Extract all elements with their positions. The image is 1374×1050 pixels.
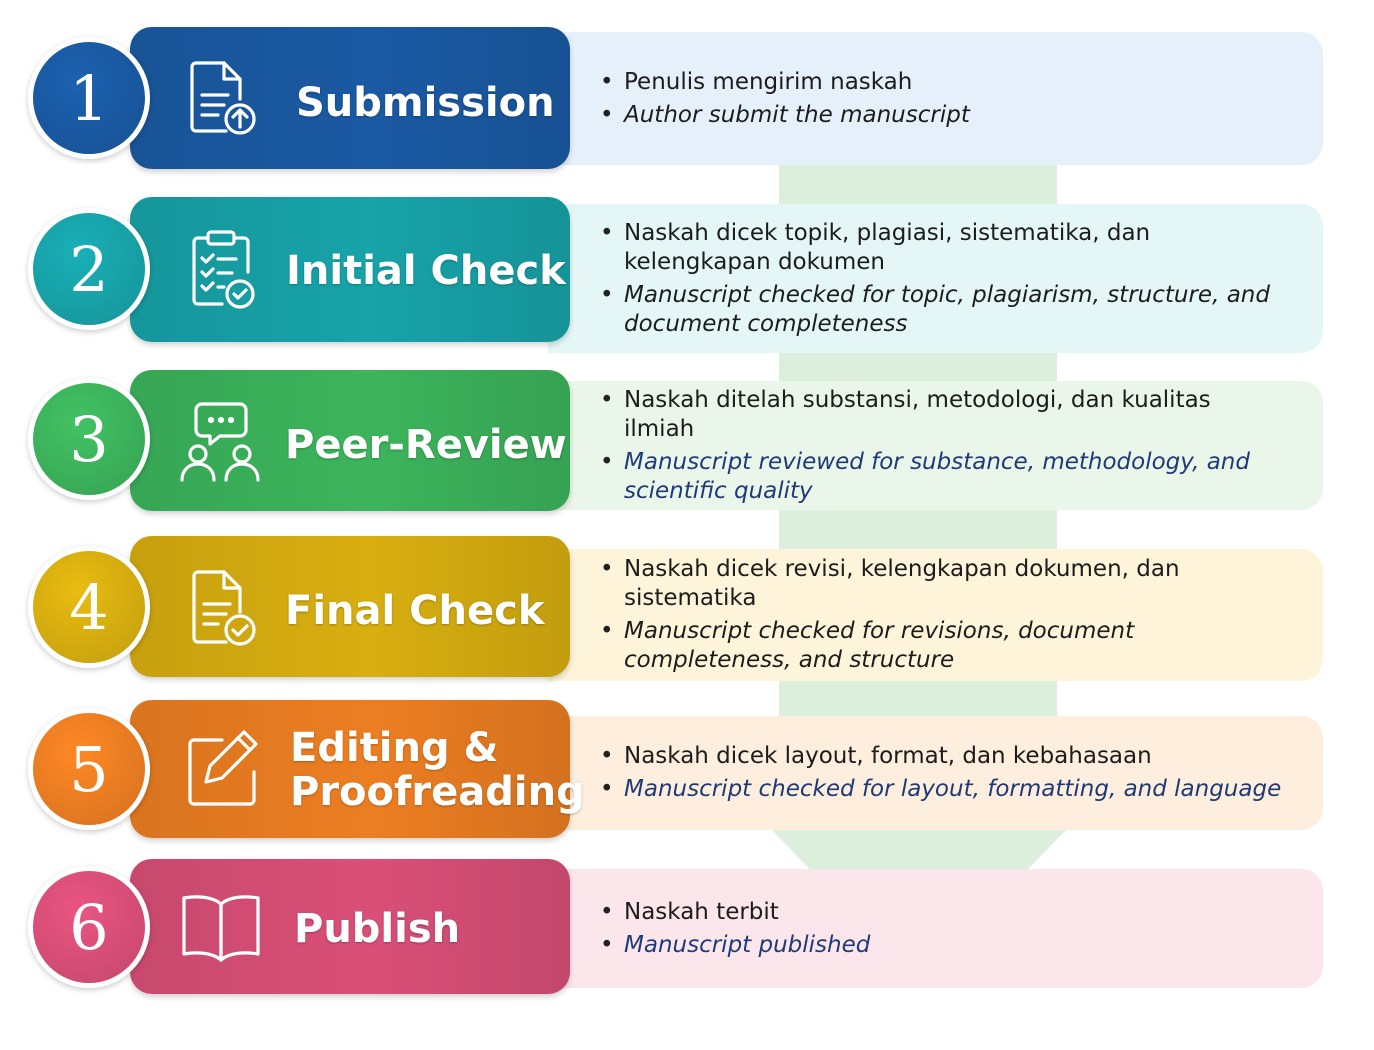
step-6-text-id: Naskah terbit [600, 898, 1323, 927]
step-1-description: Penulis mengirim naskah Author submit th… [548, 32, 1323, 165]
step-5-description: Naskah dicek layout, format, dan kebahas… [548, 716, 1323, 830]
step-2-title: Initial Check [286, 248, 566, 294]
step-5-text-en: Manuscript checked for layout, formattin… [600, 775, 1323, 804]
step-6-title-box: Publish [130, 859, 570, 994]
step-1-title: Submission [296, 80, 555, 126]
edit-pencil-icon [178, 726, 264, 812]
step-3-text-en: Manuscript reviewed for substance, metho… [600, 448, 1280, 506]
step-2-text-en: Manuscript checked for topic, plagiarism… [600, 281, 1280, 339]
step-5-title: Editing & Proofreading [290, 726, 585, 814]
step-2-number: 2 [28, 208, 150, 330]
step-4-description: Naskah dicek revisi, kelengkapan dokumen… [548, 549, 1323, 681]
step-6-title: Publish [294, 906, 461, 952]
step-1-number: 1 [28, 37, 150, 159]
step-3-number: 3 [28, 378, 150, 500]
step-4-title: Final Check [285, 588, 545, 634]
step-4-number: 4 [28, 546, 150, 668]
step-2-text-id: Naskah dicek topik, plagiasi, sistematik… [600, 219, 1280, 277]
people-discussion-icon [178, 396, 264, 486]
step-3-text-id: Naskah ditelah substansi, metodologi, da… [600, 386, 1280, 444]
step-1-text-id: Penulis mengirim naskah [600, 68, 1323, 97]
document-upload-icon [178, 55, 264, 141]
step-2-description: Naskah dicek topik, plagiasi, sistematik… [548, 204, 1323, 353]
clipboard-check-icon [178, 225, 264, 313]
document-check-icon [178, 562, 264, 652]
step-5-text-id: Naskah dicek layout, format, dan kebahas… [600, 742, 1323, 771]
step-3-description: Naskah ditelah substansi, metodologi, da… [548, 381, 1323, 510]
step-2-title-box: Initial Check [130, 197, 570, 342]
step-5-title-box: Editing & Proofreading [130, 700, 585, 838]
step-4-text-id: Naskah dicek revisi, kelengkapan dokumen… [600, 555, 1300, 613]
step-3-title-box: Peer-Review [130, 370, 570, 511]
step-5-title-line-1: Editing & [290, 725, 499, 771]
step-1-title-box: Submission [130, 27, 570, 169]
open-book-icon [178, 885, 264, 969]
step-5-number: 5 [28, 708, 150, 830]
step-4-text-en: Manuscript checked for revisions, docume… [600, 617, 1300, 675]
step-3-title: Peer-Review [285, 422, 567, 468]
step-6-number: 6 [28, 866, 150, 988]
step-1-text-en: Author submit the manuscript [600, 101, 1323, 130]
step-5-title-line-2: Proofreading [290, 769, 585, 815]
step-4-title-box: Final Check [130, 536, 570, 677]
step-6-text-en: Manuscript published [600, 931, 1323, 960]
step-6-description: Naskah terbit Manuscript published [548, 869, 1323, 988]
